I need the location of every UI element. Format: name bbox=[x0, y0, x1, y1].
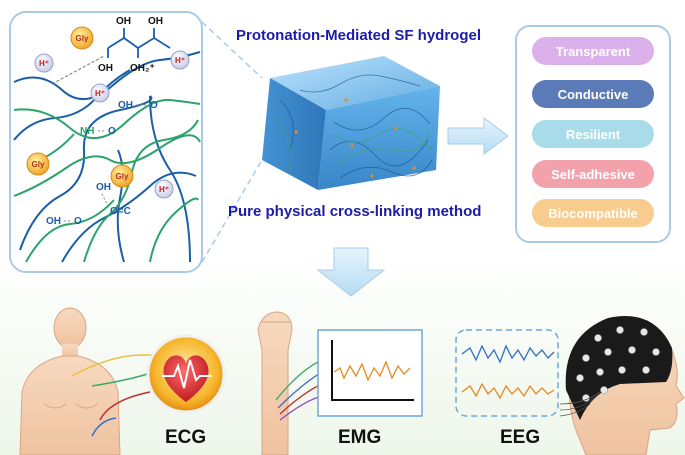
headline-top: Protonation-Mediated SF hydrogel bbox=[236, 27, 482, 44]
property-label: Conductive bbox=[557, 86, 629, 102]
down-arrow-icon bbox=[316, 247, 386, 297]
hbond-oc-label: O=C bbox=[110, 206, 131, 217]
property-pill-transparent: Transparent bbox=[532, 37, 654, 65]
gly-bead: Gly bbox=[110, 164, 134, 188]
property-pill-resilient: Resilient bbox=[532, 120, 654, 148]
arm-icon bbox=[257, 311, 293, 455]
molecule-oh-label: OH bbox=[148, 16, 163, 27]
hbond-oh-label: OH bbox=[96, 182, 111, 193]
proton-label: H⁺ bbox=[39, 59, 49, 68]
ecg-label: ECG bbox=[165, 427, 207, 448]
hbond-oh-label: OH bbox=[46, 216, 61, 227]
heart-icon bbox=[146, 334, 226, 414]
hbond-o-label: O bbox=[108, 126, 116, 137]
emg-label: EMG bbox=[338, 427, 382, 448]
hbond-o-label: O bbox=[74, 216, 82, 227]
eeg-label: EEG bbox=[500, 427, 541, 448]
human-figure-icon bbox=[19, 307, 121, 455]
property-label: Biocompatible bbox=[548, 205, 638, 221]
molecule-oh-label: OH bbox=[116, 16, 131, 27]
proton-label: H⁺ bbox=[159, 185, 169, 194]
proton-label: H⁺ bbox=[175, 56, 185, 65]
molecule-oh2-label: OH₂⁺ bbox=[130, 63, 155, 74]
hbond-nh-label: NH bbox=[80, 126, 94, 137]
property-pill-conductive: Conductive bbox=[532, 80, 654, 108]
molecule-oh-label: OH bbox=[98, 63, 113, 74]
right-arrow-icon bbox=[447, 117, 509, 155]
proton-bead: H⁺ bbox=[34, 53, 54, 73]
hbond-oh-label: OH bbox=[118, 100, 133, 111]
property-pill-biocompatible: Biocompatible bbox=[532, 199, 654, 227]
gly-label: Gly bbox=[116, 172, 129, 181]
eeg-waveform-panel bbox=[455, 329, 559, 417]
gly-bead: Gly bbox=[70, 26, 94, 50]
proton-bead: H⁺ bbox=[154, 179, 174, 199]
headline-bottom: Pure physical cross-linking method bbox=[228, 203, 482, 220]
property-label: Resilient bbox=[565, 126, 621, 142]
hbond-o-label: O bbox=[150, 100, 158, 111]
property-label: Transparent bbox=[555, 43, 631, 59]
proton-bead: H⁺ bbox=[90, 83, 110, 103]
gly-bead: Gly bbox=[26, 152, 50, 176]
proton-label: H⁺ bbox=[95, 89, 105, 98]
proton-bead: H⁺ bbox=[170, 50, 190, 70]
gly-label: Gly bbox=[76, 34, 89, 43]
property-label: Self-adhesive bbox=[551, 166, 635, 182]
gly-label: Gly bbox=[32, 160, 45, 169]
emg-plot bbox=[317, 329, 423, 417]
eeg-cap-head-icon bbox=[559, 316, 685, 455]
property-pill-self-adhesive: Self-adhesive bbox=[532, 160, 654, 188]
